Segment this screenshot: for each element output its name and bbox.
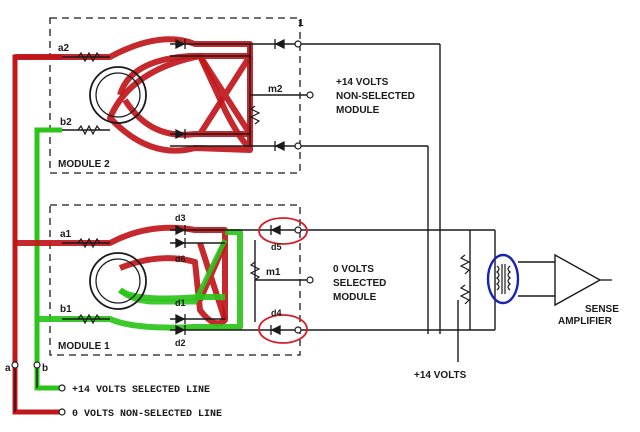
top-marker: 1 [298, 18, 304, 29]
selected-module-line3: MODULE [333, 292, 377, 303]
label-m2: m2 [268, 84, 283, 95]
label-b1: b1 [60, 304, 72, 315]
terminals [11, 40, 314, 416]
label-d6: d6 [175, 254, 186, 264]
selected-module-line1: 0 VOLTS [333, 264, 374, 275]
bottom-supply-label: +14 VOLTS [414, 370, 467, 381]
selected-module-line2: SELECTED [333, 278, 386, 289]
nonselected-module-line3: MODULE [336, 105, 380, 116]
label-d4: d4 [271, 308, 282, 318]
highlight-ellipse-d4 [258, 314, 308, 344]
amplifier-triangle [554, 253, 602, 307]
highlight-ellipse-transformer [486, 253, 520, 305]
label-d1: d1 [175, 298, 186, 308]
module1-green-path-2 [118, 238, 228, 305]
pulse-transformer [496, 264, 511, 294]
label-d2: d2 [175, 338, 186, 348]
label-d5: d5 [271, 242, 282, 252]
sense-amplifier-line1: SENSE [585, 304, 619, 315]
core-module1 [89, 252, 147, 310]
wiring [14, 43, 555, 412]
module1-red-path [15, 224, 228, 327]
label-a1: a1 [60, 229, 72, 240]
nonselected-module-line1: +14 VOLTS [336, 77, 389, 88]
highlight-ellipse-d3 [258, 217, 308, 245]
label-b2: b2 [60, 117, 72, 128]
sense-amplifier-line2: AMPLIFIER [558, 316, 613, 327]
label-a2: a2 [58, 43, 70, 54]
label-d3-top: d3 [175, 213, 186, 223]
label-m1: m1 [266, 267, 281, 278]
label-module1: MODULE 1 [58, 341, 110, 352]
nonselected-module-line2: NON-SELECTED [336, 91, 415, 102]
nonselected-line-label: 0 VOLTS NON-SELECTED LINE [72, 409, 222, 420]
selected-line-label: +14 VOLTS SELECTED LINE [72, 385, 210, 396]
label-node-b: b [42, 363, 48, 374]
module2-red-path [15, 36, 253, 154]
diode-symbol [175, 38, 285, 336]
resistor-symbol [77, 51, 471, 325]
label-module2: MODULE 2 [58, 159, 110, 170]
label-node-a: a [5, 363, 11, 374]
core-module2 [89, 66, 147, 124]
module2-red-path-2 [117, 53, 253, 138]
